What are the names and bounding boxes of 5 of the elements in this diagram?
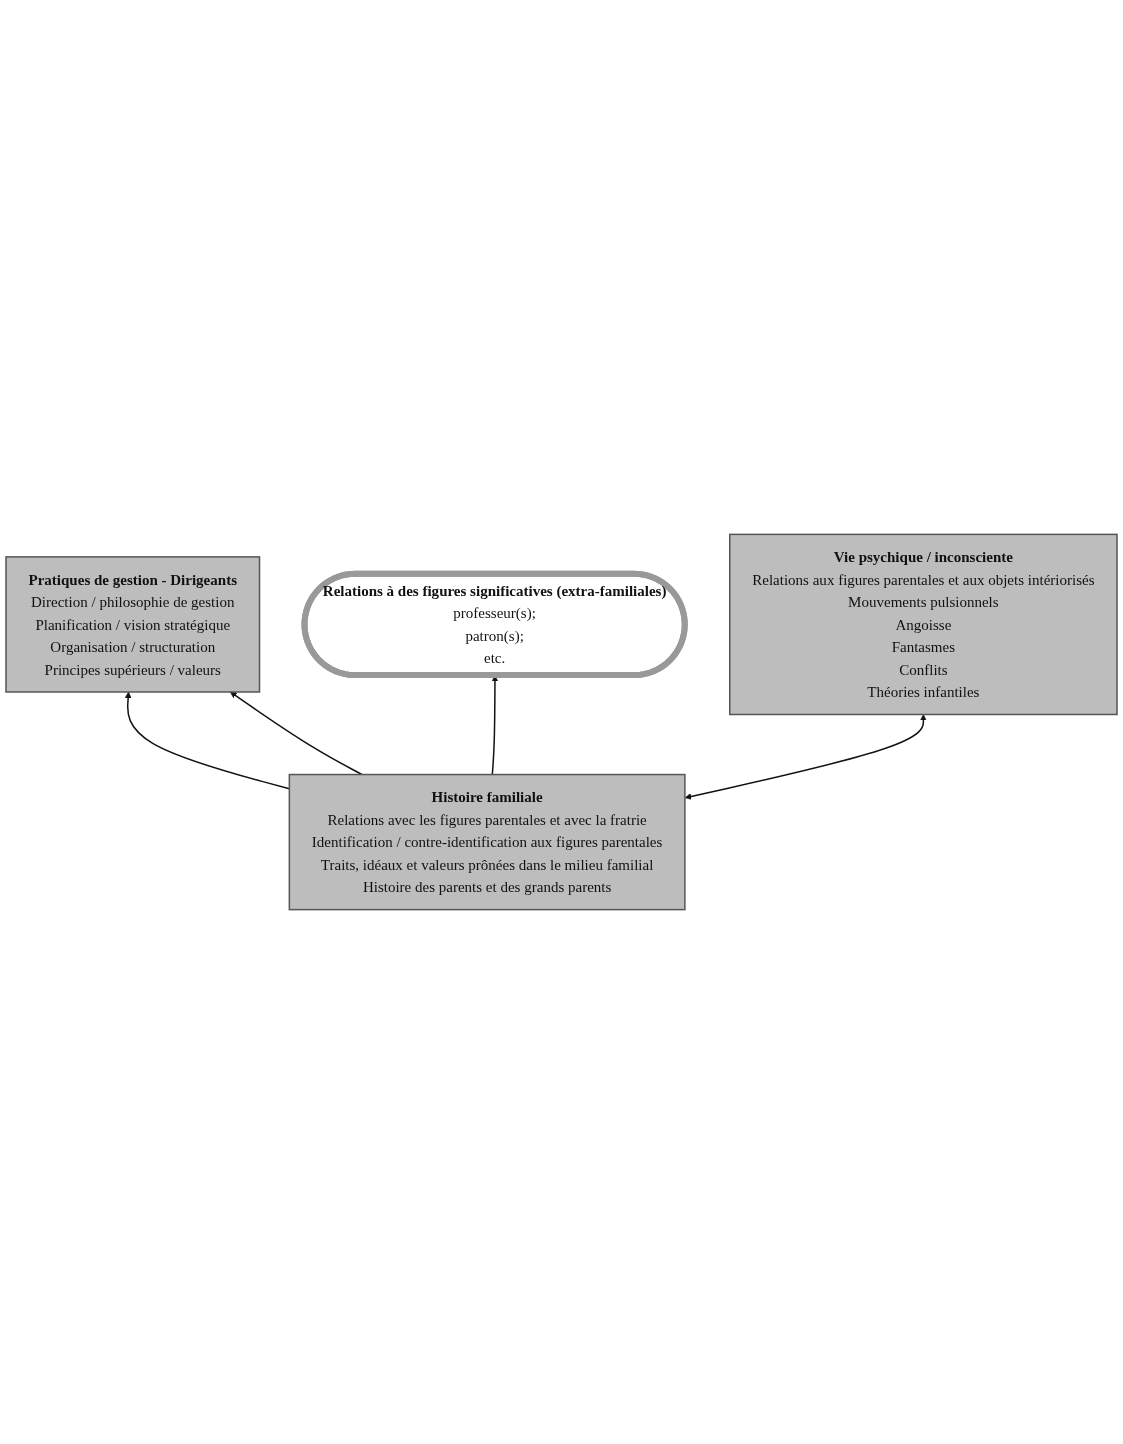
node-box: Histoire familiale Relations avec les figures parentales et avec la fratrie Identification / contre-identification aux figures parentales Traits, idéaux et valeurs prônées dans le milieu familial Histoire des parents et des grands parents	[288, 773, 686, 911]
arrow	[230, 691, 363, 776]
node-box: Vie psychique / inconsciente Relations aux figures parentales et aux objets intériorisés Mouvements pulsionnels Angoisse Fantasmes Conflits Théories infantiles	[729, 533, 1118, 716]
arrow	[684, 714, 927, 800]
node-box: Pratiques de gestion - Dirigeants Direction / philosophie de gestion Planification / vision stratégique Organisation / structuration Principes supérieurs / valeurs	[5, 556, 261, 693]
